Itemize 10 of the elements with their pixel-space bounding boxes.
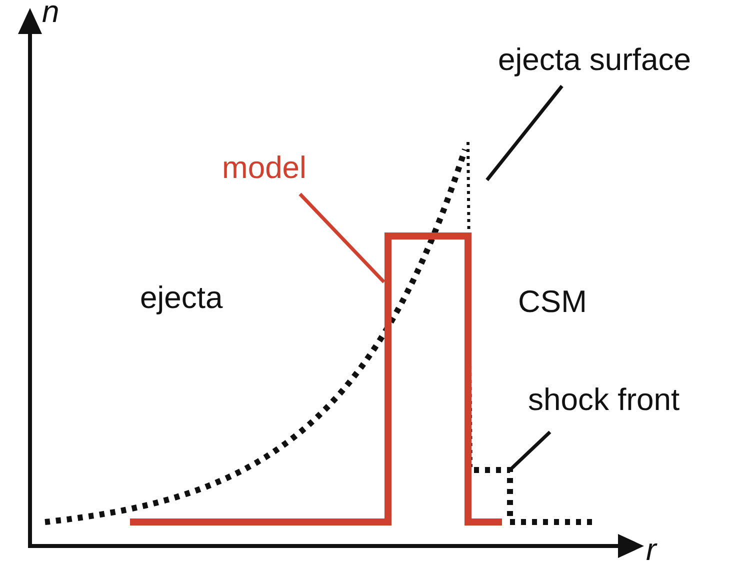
leader-line [298, 192, 386, 284]
region-label: CSM [518, 283, 587, 321]
ejecta-label: ejecta surface [498, 41, 692, 79]
axis-label: r [646, 531, 656, 569]
region-label: ejecta [140, 279, 223, 317]
axis-label: n [42, 0, 60, 31]
leader-line [486, 84, 564, 182]
shock-label: shock front [528, 381, 681, 419]
model-label: model [222, 149, 308, 187]
leader-line [510, 430, 552, 470]
